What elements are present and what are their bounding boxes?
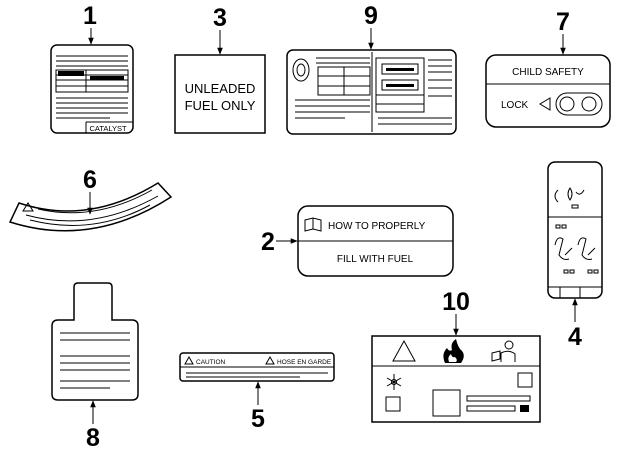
label-9-tire-placard xyxy=(286,49,457,135)
label-6-curved xyxy=(8,182,173,232)
caution-text: CAUTION xyxy=(196,359,226,366)
callout-9: 9 xyxy=(364,2,378,30)
child-safety-text: CHILD SAFETY xyxy=(512,67,584,78)
callout-3: 3 xyxy=(213,4,227,32)
unleaded-text: UNLEADED xyxy=(185,81,256,96)
callout-2: 2 xyxy=(261,228,275,256)
warning-triangle-icon xyxy=(22,202,34,212)
person-reading-manual-icon xyxy=(491,340,516,362)
label-8-visor xyxy=(51,282,139,401)
label-1-catalyst: CATALYST xyxy=(50,44,134,134)
warning-triangle-icon xyxy=(265,355,275,365)
book-icon xyxy=(304,217,322,232)
label-10-ac-warning xyxy=(371,335,541,423)
label-7-child-safety-lock: CHILD SAFETY LOCK xyxy=(485,54,611,128)
callout-4: 4 xyxy=(568,323,582,351)
warning-triangle-icon xyxy=(392,339,416,362)
callout-6: 6 xyxy=(83,166,97,194)
fill-with-fuel-text: FILL WITH FUEL xyxy=(337,254,414,265)
catalyst-text: CATALYST xyxy=(89,124,127,133)
callout-5: 5 xyxy=(251,405,265,433)
how-to-properly-text: HOW TO PROPERLY xyxy=(328,221,426,232)
label-4-airbag xyxy=(547,161,603,299)
callout-8: 8 xyxy=(86,424,100,451)
fuel-only-text: FUEL ONLY xyxy=(185,98,256,113)
label-2-fuel-instructions: HOW TO PROPERLY FILL WITH FUEL xyxy=(297,205,454,277)
hose-en-garde-text: HOSE EN GARDE xyxy=(277,359,332,366)
label-5-caution: CAUTION HOSE EN GARDE xyxy=(179,352,335,382)
left-triangle-icon xyxy=(539,97,551,111)
flame-icon xyxy=(443,339,464,363)
callout-1: 1 xyxy=(83,2,97,30)
label-3-unleaded-fuel: UNLEADED FUEL ONLY xyxy=(174,54,266,134)
warning-triangle-icon xyxy=(184,355,194,365)
snowflake-icon xyxy=(386,374,402,390)
callout-7: 7 xyxy=(556,8,570,36)
callout-10: 10 xyxy=(442,288,470,316)
lock-text: LOCK xyxy=(501,100,529,111)
